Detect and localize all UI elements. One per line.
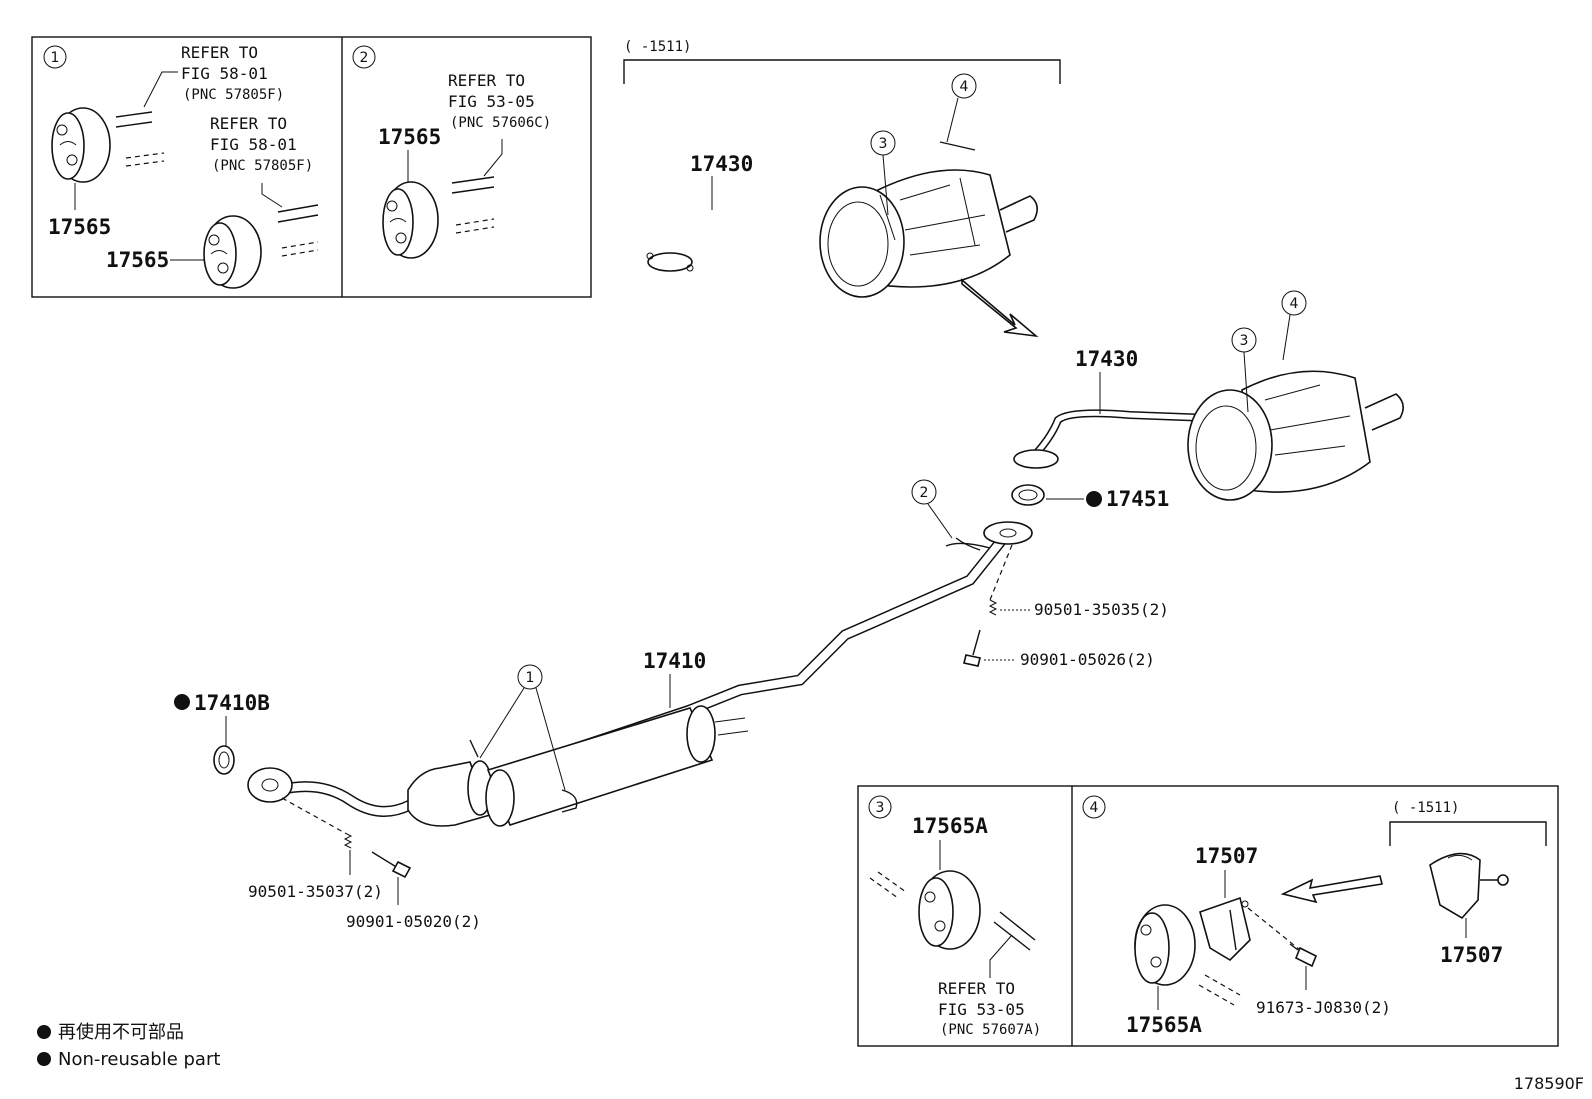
spring-icon — [343, 832, 353, 849]
non-reusable-marker-icon — [1086, 491, 1102, 507]
part-number-17565a: 17565A — [912, 814, 988, 838]
bolt-icon — [371, 851, 412, 879]
pnc-label: (PNC 57607A) — [940, 1022, 1041, 1038]
tail-pipe-upper — [646, 169, 1038, 298]
svg-text:4: 4 — [1090, 800, 1099, 816]
callout-3-lower: 3 — [1231, 327, 1257, 413]
inset-box-1-2 — [31, 36, 592, 298]
part-number-17565: 17565 — [48, 215, 111, 239]
inset-2: 2 REFER TO FIG 53-05 (PNC 57606C) 17565 — [352, 45, 551, 259]
part-number-90501-35037: 90501-35037(2) — [248, 882, 383, 901]
part-number-17507: 17507 — [1195, 844, 1258, 868]
bolt-icon — [1289, 943, 1318, 968]
svg-text:1: 1 — [526, 670, 535, 686]
rubber-hanger-icon — [1134, 904, 1196, 986]
callout-4-lower: 4 — [1281, 290, 1307, 361]
arrow-icon — [961, 278, 1039, 338]
rubber-hanger-icon — [918, 870, 981, 950]
part-number-17507: 17507 — [1440, 943, 1503, 967]
spring-icon — [988, 599, 998, 616]
part-number-17410: 17410 — [643, 649, 706, 673]
tail-pipe-lower — [1013, 370, 1404, 501]
inset-3: 3 17565A REFER TO FIG 53-05 (PNC 57607A) — [868, 795, 1041, 1038]
date-range-bracket-top: ( -1511) — [623, 39, 1061, 84]
date-range-label: ( -1511) — [1392, 800, 1459, 816]
legend: 再使用不可部品 Non-reusable part — [37, 1022, 220, 1070]
part-number-17430: 17430 — [690, 152, 753, 176]
rubber-hanger-icon — [203, 215, 262, 289]
pnc-label: (PNC 57805F) — [183, 87, 284, 103]
callout-3-upper: 3 — [870, 130, 896, 216]
legend-en: Non-reusable part — [58, 1049, 220, 1070]
svg-text:2: 2 — [920, 485, 929, 501]
svg-text:4: 4 — [1290, 296, 1299, 312]
arrow-icon — [1280, 875, 1383, 904]
legend-jp: 再使用不可部品 — [58, 1022, 184, 1043]
rubber-hanger-icon — [382, 181, 439, 259]
date-range-label: ( -1511) — [624, 39, 691, 55]
fig-ref-label: FIG 58-01 — [210, 135, 297, 154]
non-reusable-marker-icon — [37, 1052, 51, 1066]
fig-ref-label: FIG 53-05 — [938, 1000, 1025, 1019]
part-number-17451: 17451 — [1106, 487, 1169, 511]
part-number-90501-35035: 90501-35035(2) — [1034, 600, 1169, 619]
gasket-17451: 17451 — [1011, 484, 1169, 511]
svg-text:3: 3 — [876, 800, 885, 816]
inset-4: 4 ( -1511) 17507 17507 17565A — [1082, 795, 1547, 1037]
part-number-17565: 17565 — [378, 125, 441, 149]
svg-text:4: 4 — [960, 79, 969, 95]
inset-1: 1 REFER TO FIG 58-01 (PNC 57805F) REFER … — [43, 43, 319, 289]
svg-text:3: 3 — [879, 136, 888, 152]
part-number-91673-j0830: 91673-J0830(2) — [1256, 998, 1391, 1017]
bolt-icon — [963, 629, 981, 667]
pnc-label: (PNC 57805F) — [212, 158, 313, 174]
non-reusable-marker-icon — [37, 1025, 51, 1039]
non-reusable-marker-icon — [174, 694, 190, 710]
callout-2-front-pipe: 2 — [911, 479, 991, 549]
part-number-17565a: 17565A — [1126, 1013, 1202, 1037]
part-number-17410b: 17410B — [194, 691, 270, 715]
refer-to-label: REFER TO — [210, 114, 287, 133]
part-number-17565: 17565 — [106, 248, 169, 272]
callout-4-upper: 4 — [939, 73, 977, 151]
callout-2-label: 2 — [360, 50, 369, 66]
fig-ref-label: FIG 58-01 — [181, 64, 268, 83]
callout-1-label: 1 — [51, 50, 60, 66]
fig-ref-label: FIG 53-05 — [448, 92, 535, 111]
part-number-90901-05026: 90901-05026(2) — [1020, 650, 1155, 669]
inset-box-3-4 — [857, 785, 1559, 1047]
refer-to-label: REFER TO — [448, 71, 525, 90]
part-number-90901-05020: 90901-05020(2) — [346, 912, 481, 931]
pnc-label: (PNC 57606C) — [450, 115, 551, 131]
refer-to-label: REFER TO — [181, 43, 258, 62]
part-number-17430: 17430 — [1075, 347, 1138, 371]
callout-1-front-pipe: 1 — [479, 664, 566, 791]
rubber-hanger-icon — [51, 107, 111, 183]
svg-text:3: 3 — [1240, 333, 1249, 349]
figure-code: 178590F — [1514, 1074, 1584, 1093]
gasket-17410b: 17410B — [174, 691, 270, 775]
front-pipe — [247, 521, 1033, 827]
refer-to-label: REFER TO — [938, 979, 1015, 998]
